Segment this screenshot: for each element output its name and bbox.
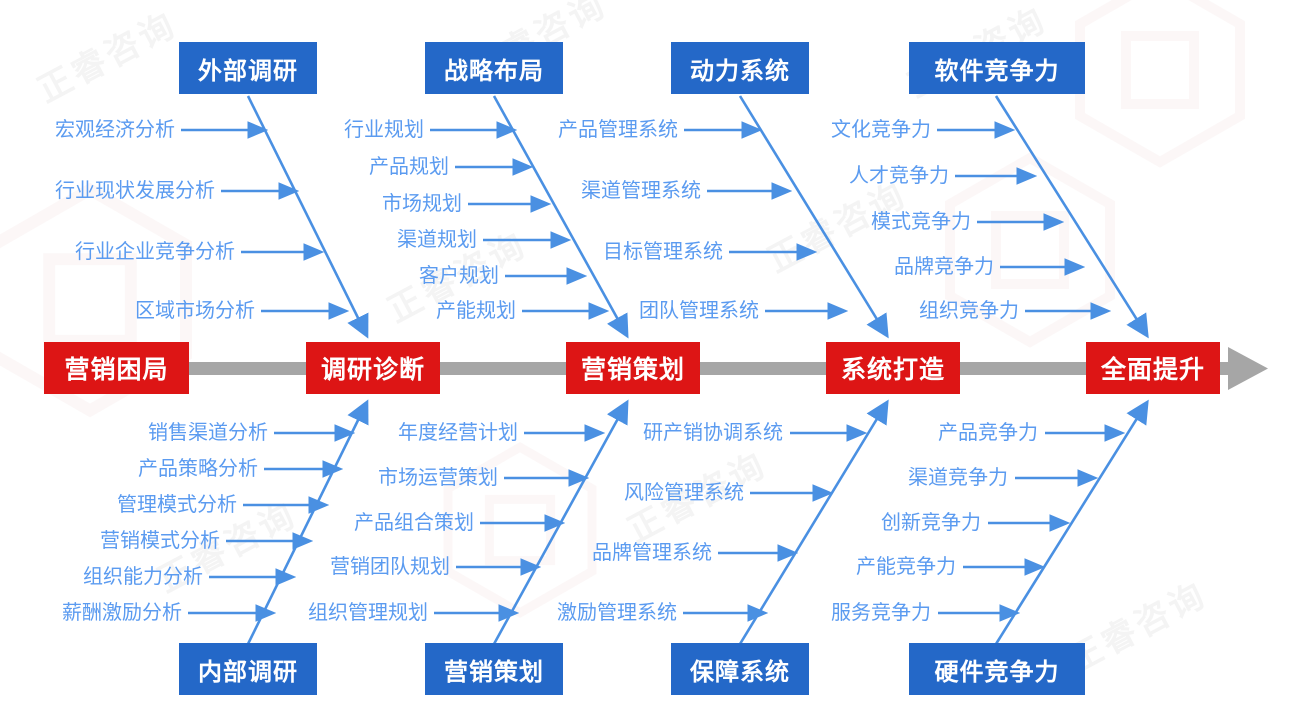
category-box-bottom-4[interactable]: 硬件竞争力 — [909, 643, 1085, 695]
category-box-bottom-1[interactable]: 内部调研 — [179, 643, 317, 695]
cause-label: 创新竞争力 — [881, 512, 981, 534]
milestone-box-2[interactable]: 调研诊断 — [306, 342, 440, 394]
cause-label: 品牌竞争力 — [894, 256, 994, 278]
cause-label: 产能竞争力 — [856, 556, 956, 578]
cause-label: 营销团队规划 — [330, 556, 450, 578]
cause-label: 目标管理系统 — [603, 241, 723, 263]
cause-label: 组织管理规划 — [308, 602, 428, 624]
cause-label: 市场规划 — [382, 193, 462, 215]
cause-label: 销售渠道分析 — [148, 422, 268, 444]
cause-label: 风险管理系统 — [624, 482, 744, 504]
cause-label: 品牌管理系统 — [592, 542, 712, 564]
bottom-branch-lines — [246, 399, 1149, 645]
cause-label: 研产销协调系统 — [643, 422, 783, 444]
milestone-box-5[interactable]: 全面提升 — [1086, 342, 1220, 394]
cause-label: 服务竞争力 — [831, 602, 931, 624]
cause-label: 行业规划 — [344, 119, 424, 141]
cause-arrows-bottom-2 — [434, 424, 606, 622]
milestone-box-3[interactable]: 营销策划 — [566, 342, 700, 394]
cause-arrows-top-4 — [937, 121, 1112, 320]
cause-label: 薪酬激励分析 — [62, 602, 182, 624]
cause-label: 激励管理系统 — [557, 602, 677, 624]
cause-arrows-top-3 — [684, 121, 849, 320]
category-box-top-1[interactable]: 外部调研 — [179, 42, 317, 94]
cause-label: 渠道竞争力 — [908, 467, 1008, 489]
cause-label: 管理模式分析 — [117, 494, 237, 516]
cause-arrows-top-2 — [430, 121, 610, 320]
category-box-top-2[interactable]: 战略布局 — [425, 42, 563, 94]
cause-label: 团队管理系统 — [639, 300, 759, 322]
category-box-top-4[interactable]: 软件竞争力 — [909, 42, 1085, 94]
cause-arrows-bottom-4 — [938, 424, 1126, 622]
cause-arrows-bottom-3 — [683, 424, 868, 622]
category-box-bottom-2[interactable]: 营销策划 — [425, 643, 563, 695]
cause-label: 文化竞争力 — [831, 119, 931, 141]
cause-label: 渠道规划 — [397, 229, 477, 251]
cause-label: 行业现状发展分析 — [55, 180, 215, 202]
category-box-bottom-3[interactable]: 保障系统 — [671, 643, 809, 695]
cause-label: 产品规划 — [369, 156, 449, 178]
cause-label: 区域市场分析 — [135, 300, 255, 322]
cause-label: 宏观经济分析 — [55, 119, 175, 141]
cause-arrows-bottom-1 — [188, 424, 356, 622]
cause-label: 产品策略分析 — [138, 458, 258, 480]
cause-label: 产能规划 — [436, 300, 516, 322]
cause-label: 产品竞争力 — [938, 422, 1038, 444]
milestone-box-4[interactable]: 系统打造 — [826, 342, 960, 394]
cause-label: 组织竞争力 — [919, 300, 1019, 322]
cause-label: 产品组合策划 — [354, 512, 474, 534]
cause-label: 客户规划 — [419, 265, 499, 287]
category-box-top-3[interactable]: 动力系统 — [671, 42, 809, 94]
cause-label: 模式竞争力 — [871, 211, 971, 233]
cause-label: 组织能力分析 — [83, 566, 203, 588]
cause-label: 人才竞争力 — [849, 165, 949, 187]
cause-arrows-top-1 — [181, 121, 350, 320]
milestone-box-1[interactable]: 营销困局 — [44, 342, 189, 394]
cause-label: 产品管理系统 — [558, 119, 678, 141]
cause-label: 市场运营策划 — [378, 467, 498, 489]
cause-label: 营销模式分析 — [100, 530, 220, 552]
cause-label: 渠道管理系统 — [581, 180, 701, 202]
cause-label: 年度经营计划 — [398, 422, 518, 444]
cause-label: 行业企业竞争分析 — [75, 241, 235, 263]
